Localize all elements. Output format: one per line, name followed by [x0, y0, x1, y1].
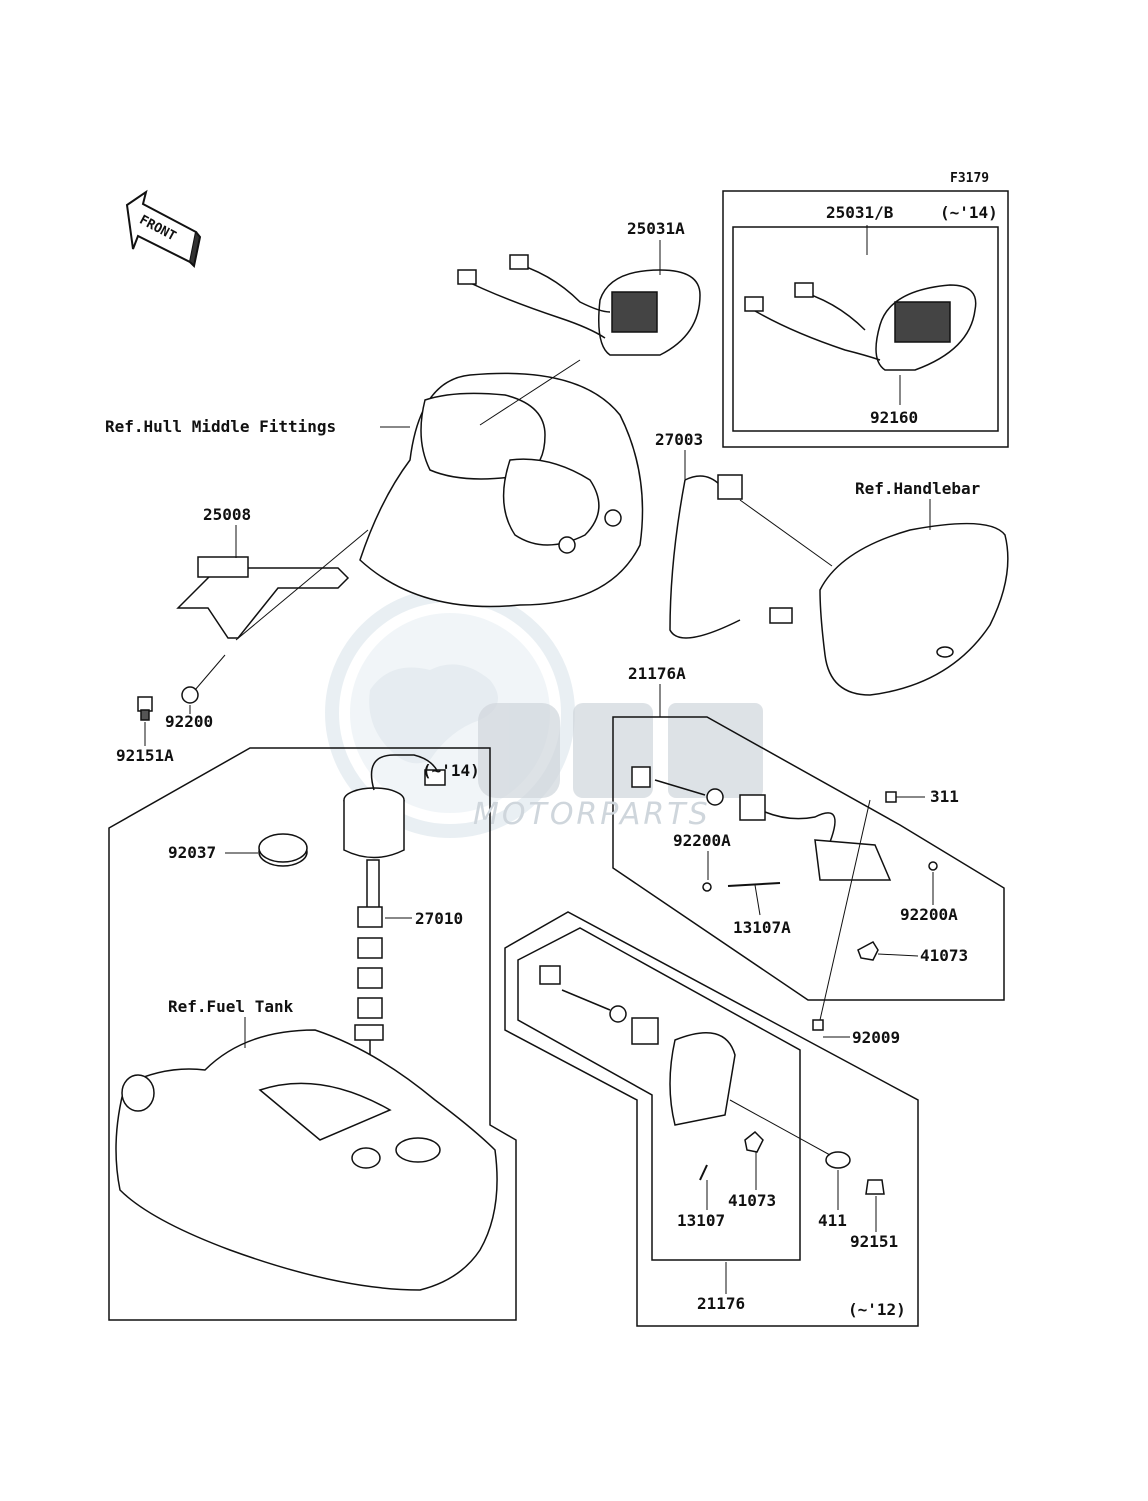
- handlebar: [819, 522, 1009, 696]
- bracket-25008: [176, 556, 350, 639]
- leader-13107A: [754, 884, 761, 916]
- front-arrow: [125, 189, 202, 269]
- pin-13107: [699, 1164, 708, 1181]
- hull-middle-fittings: [359, 372, 644, 608]
- label-ref-fuel-tank: Ref.Fuel Tank: [168, 997, 294, 1016]
- label-27003: 27003: [655, 430, 704, 449]
- clamp-92037: [258, 833, 308, 867]
- label-21176: 21176: [697, 1294, 746, 1313]
- bolt-92151A: [137, 696, 153, 721]
- label-range-12: (~'12): [848, 1300, 906, 1319]
- fuel-tank: [115, 1029, 498, 1291]
- box-21176-outer: [504, 911, 919, 1327]
- label-range-14-top: (~'14): [940, 203, 998, 222]
- leader-25008-hull: [235, 529, 369, 641]
- label-ref-handlebar: Ref.Handlebar: [855, 479, 981, 498]
- label-311: 311: [930, 787, 959, 806]
- label-13107A: 13107A: [733, 918, 791, 937]
- pin-13107A: [727, 882, 781, 887]
- figure-code: F3179: [950, 171, 990, 186]
- meter-25031B: [744, 282, 977, 371]
- label-411: 411: [818, 1211, 847, 1230]
- label-92200: 92200: [165, 712, 214, 731]
- label-25031B: 25031/B: [826, 203, 894, 222]
- label-range-14-mid: (~'14): [422, 761, 480, 780]
- label-13107: 13107: [677, 1211, 726, 1230]
- label-41073-right: 41073: [920, 946, 969, 965]
- washer-92200A-right: [928, 861, 938, 871]
- watermark-sub: MOTORPARTS: [473, 797, 711, 832]
- nut-311: [885, 791, 897, 803]
- washer-92200A-left: [702, 882, 712, 892]
- box-21176A: [612, 716, 1005, 1001]
- label-21176A: 21176A: [628, 664, 686, 683]
- screw-92009: [812, 1019, 824, 1031]
- speed-sensor-21176A: [631, 766, 892, 881]
- label-92151: 92151: [850, 1232, 899, 1251]
- label-92160: 92160: [870, 408, 919, 427]
- fuel-group-outline: [108, 747, 517, 1321]
- leader-92009: [819, 799, 871, 1021]
- meter-25031A: [457, 254, 701, 356]
- label-92200A-right: 92200A: [900, 905, 958, 924]
- speed-sensor-21176: [539, 965, 885, 1195]
- label-92200A-left: 92200A: [673, 831, 731, 850]
- label-41073-lower: 41073: [728, 1191, 777, 1210]
- label-92037: 92037: [168, 843, 217, 862]
- label-25031A: 25031A: [627, 219, 685, 238]
- leader-25031A-hull: [479, 359, 581, 426]
- inset-box-25031B: [722, 190, 1009, 448]
- label-27010: 27010: [415, 909, 464, 928]
- leader-411: [729, 1099, 831, 1156]
- label-ref-hull: Ref.Hull Middle Fittings: [105, 417, 337, 436]
- label-92009: 92009: [852, 1028, 901, 1047]
- label-92151A: 92151A: [116, 746, 174, 765]
- washer-92200: [181, 686, 199, 704]
- fuel-sender-27010: [343, 754, 446, 1155]
- leader-92200: [194, 654, 226, 691]
- leader-27003-handlebar: [739, 499, 833, 567]
- clip-41073-right: [857, 941, 879, 961]
- label-25008: 25008: [203, 505, 252, 524]
- cable-27003: [669, 474, 793, 639]
